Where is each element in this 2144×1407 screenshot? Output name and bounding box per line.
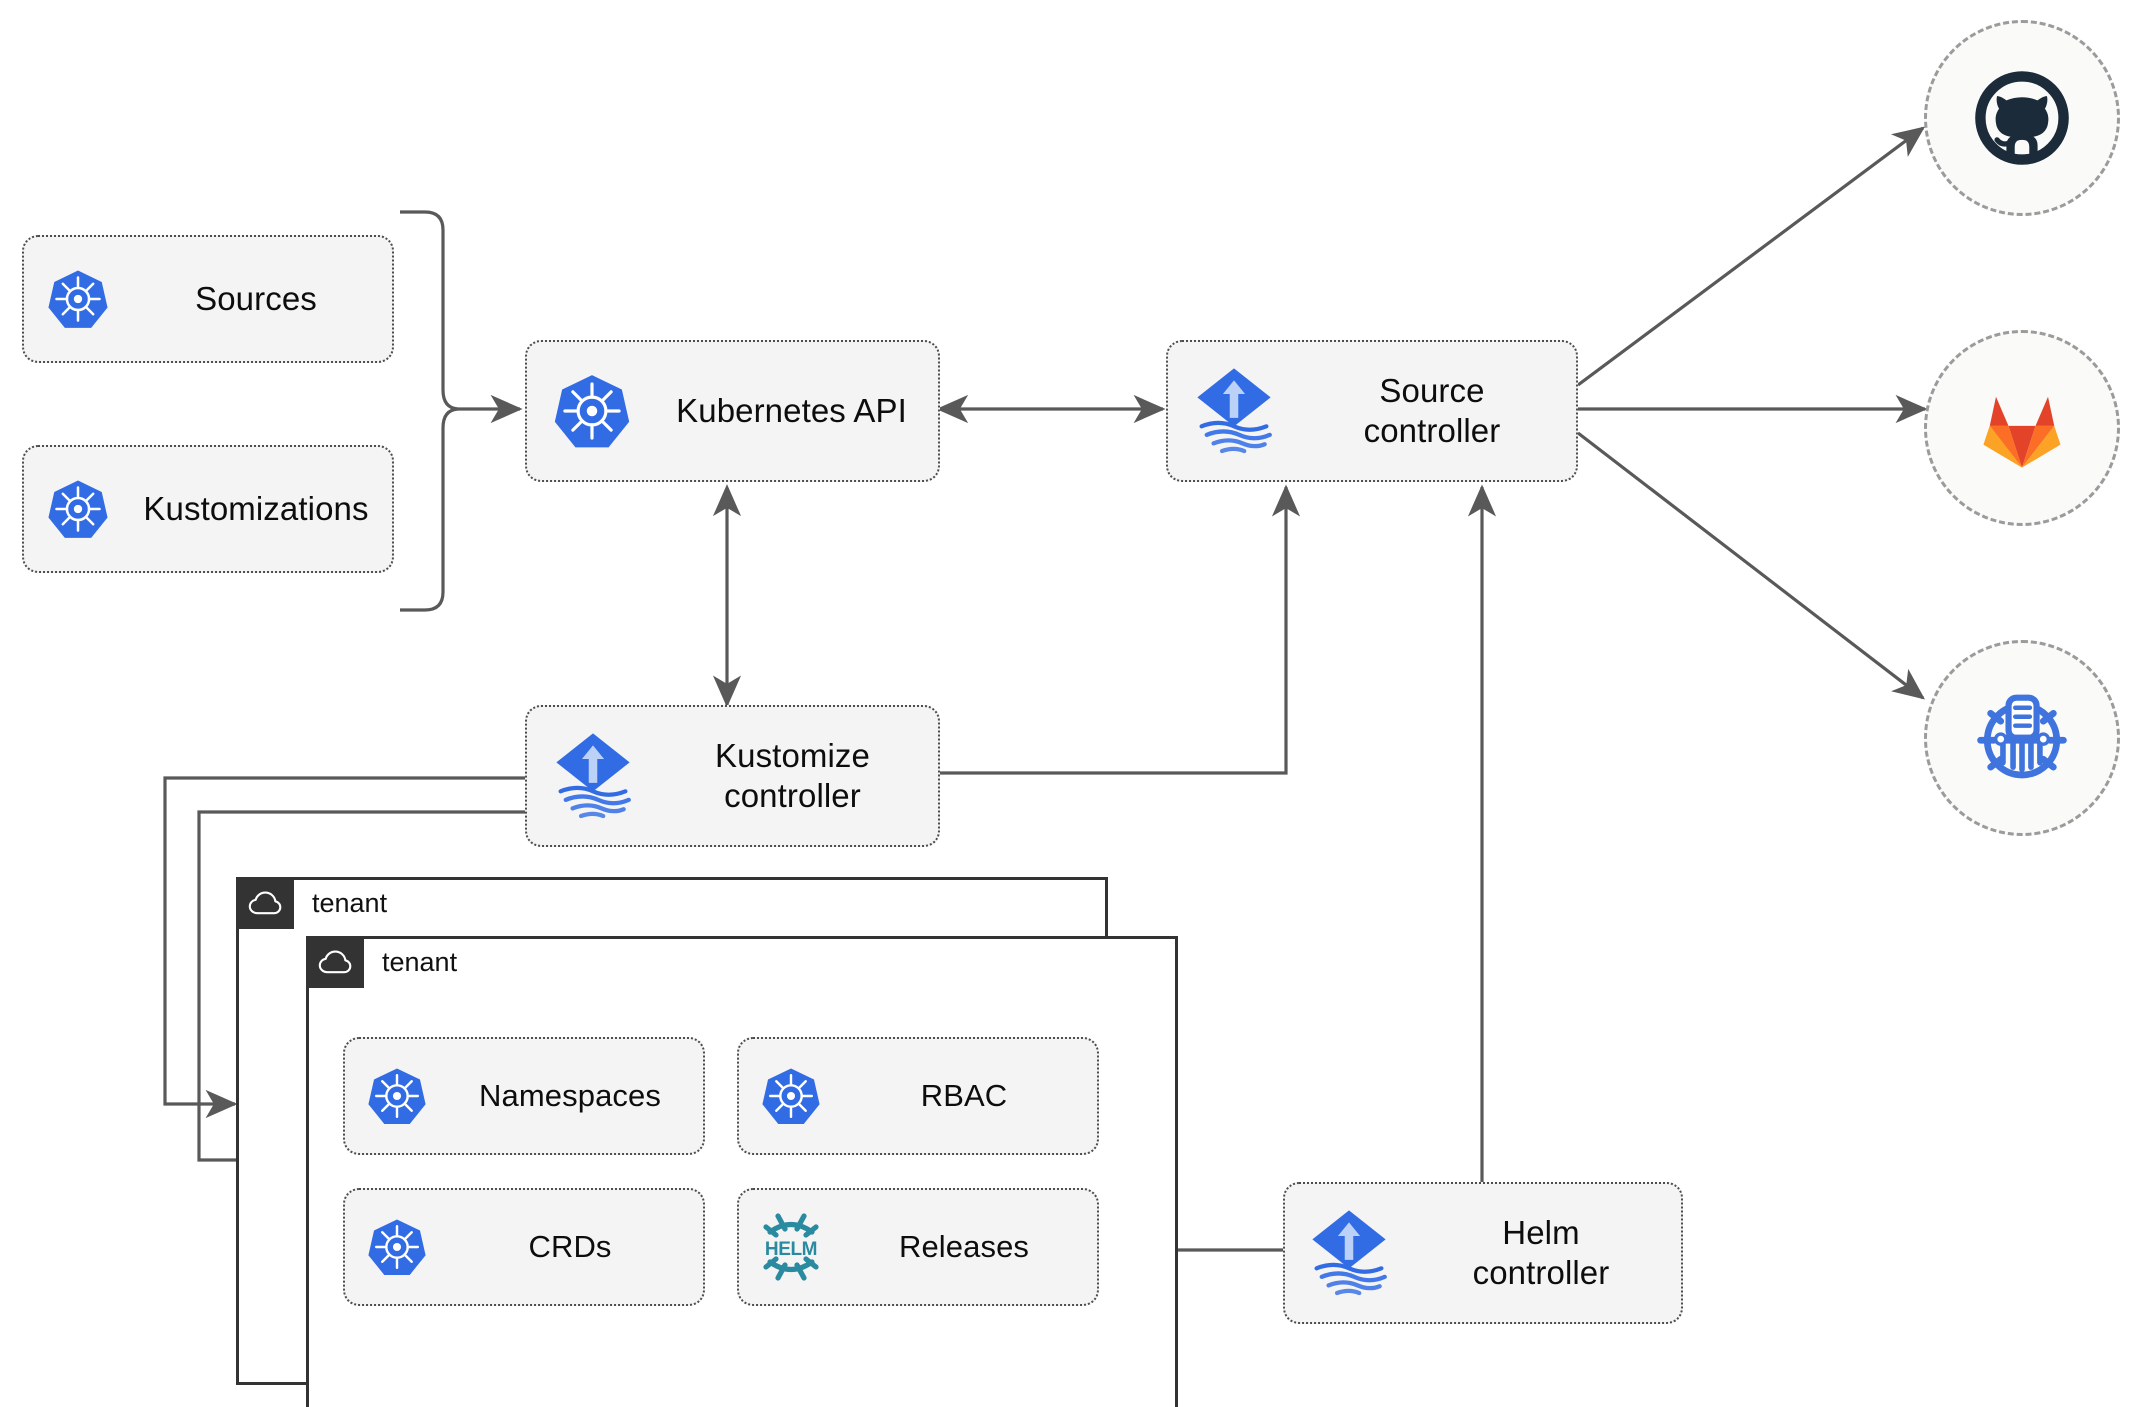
tenant-tab-outer: tenant <box>236 877 387 929</box>
flux-icon <box>1285 1207 1413 1299</box>
node-releases[interactable]: HELM Releases <box>737 1188 1099 1306</box>
node-label: Kustomize controller <box>715 736 870 814</box>
provider-gitlab[interactable] <box>1924 330 2120 526</box>
edge-source-to-helm-repository <box>1577 431 1926 700</box>
tenant-label-outer: tenant <box>312 887 388 918</box>
tenant-tab-inner: tenant <box>306 936 457 988</box>
node-label: Helm controller <box>1472 1213 1610 1291</box>
node-label: CRDs <box>528 1229 612 1265</box>
svg-text:HELM: HELM <box>765 1239 817 1260</box>
tenant-label-inner: tenant <box>382 946 458 977</box>
edge-kustomize-to-source <box>940 484 1301 775</box>
node-kubernetes-api[interactable]: Kubernetes API <box>525 340 940 482</box>
node-helm-controller[interactable]: Helm controller <box>1283 1182 1683 1324</box>
node-label: Sources <box>195 279 317 317</box>
edge-brace-sources <box>400 210 459 612</box>
node-label: Namespaces <box>479 1078 661 1114</box>
kubernetes-icon <box>24 268 132 330</box>
edge-source-to-github <box>1577 126 1926 387</box>
tenant-box-inner: tenant <box>306 936 1178 1407</box>
flux-icon <box>527 730 659 822</box>
kubernetes-icon <box>527 372 657 450</box>
github-icon <box>1975 71 2069 165</box>
node-label: Source controller <box>1363 371 1501 449</box>
node-label: Kubernetes API <box>676 391 907 429</box>
node-kustomizations[interactable]: Kustomizations <box>22 445 394 573</box>
helm-icon: HELM <box>739 1210 843 1284</box>
gitlab-icon <box>1983 396 2061 468</box>
kubernetes-icon <box>24 478 132 540</box>
node-crds[interactable]: CRDs <box>343 1188 705 1306</box>
provider-github[interactable] <box>1924 20 2120 216</box>
node-label: Releases <box>898 1229 1030 1265</box>
kubernetes-icon <box>739 1066 843 1126</box>
node-rbac[interactable]: RBAC <box>737 1037 1099 1155</box>
node-sources[interactable]: Sources <box>22 235 394 363</box>
node-label: Kustomizations <box>143 489 369 527</box>
kubernetes-icon <box>345 1217 449 1277</box>
node-label: RBAC <box>920 1078 1008 1114</box>
kubernetes-icon <box>345 1066 449 1126</box>
helm-repository-icon <box>1977 694 2067 779</box>
provider-helm-repository[interactable] <box>1924 640 2120 836</box>
flux-icon <box>1168 365 1300 457</box>
node-namespaces[interactable]: Namespaces <box>343 1037 705 1155</box>
cloud-icon <box>236 877 294 929</box>
node-kustomize-controller[interactable]: Kustomize controller <box>525 705 940 847</box>
cloud-icon <box>306 936 364 988</box>
node-source-controller[interactable]: Source controller <box>1166 340 1578 482</box>
